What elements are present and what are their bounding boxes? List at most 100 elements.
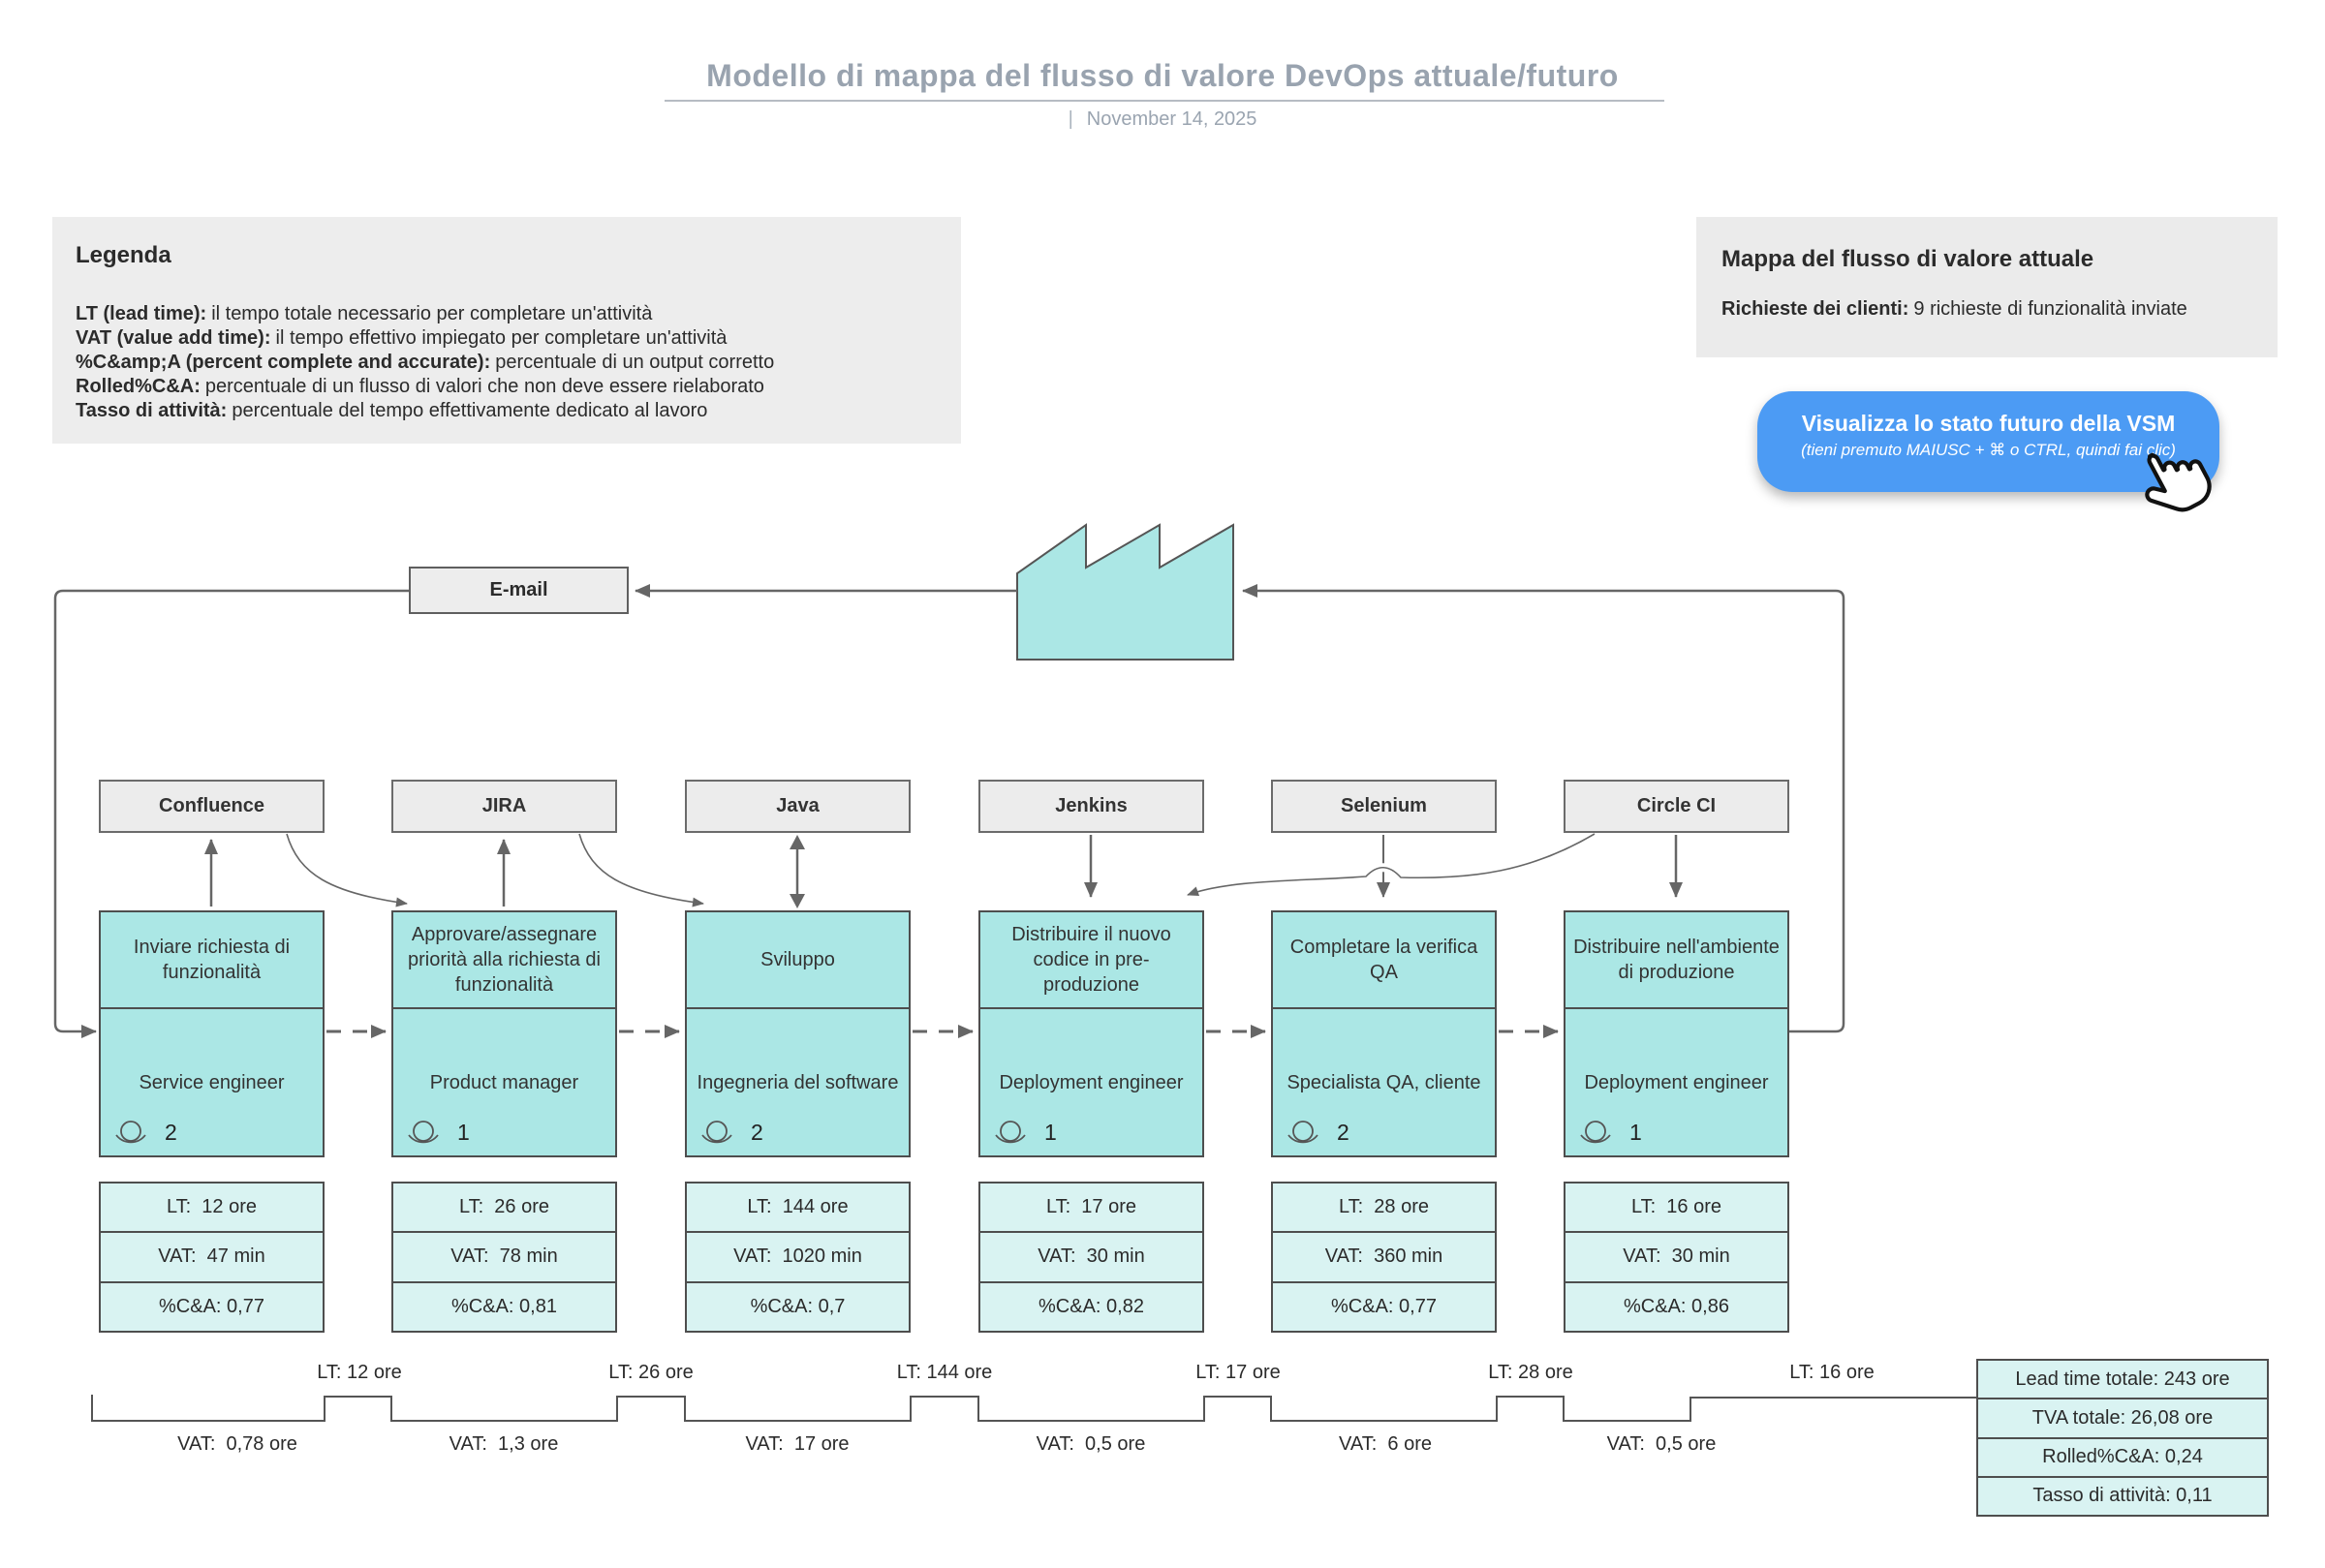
toolbox-java: Java [685, 780, 911, 833]
view-future-state-button[interactable]: Visualizza lo stato futuro della VSM (ti… [1757, 391, 2219, 492]
metric-lt: LT: 28 ore [1338, 1196, 1430, 1218]
title-underline [665, 100, 1664, 102]
process-task: Inviare richiesta di funzionalità [101, 912, 323, 1009]
column-circleci: Circle CI Distribuire nell'ambiente di p… [1564, 0, 1789, 1568]
operator-count: 2 [1285, 1120, 1349, 1150]
operator-count-value: 2 [1337, 1120, 1349, 1145]
timeline-lt-5: LT: 28 ore [1488, 1362, 1573, 1383]
timeline-vat-1: VAT: 0,78 ore [177, 1433, 297, 1455]
operator-icon [408, 1121, 439, 1144]
legend-item-lt: LT (lead time):il tempo totale necessari… [76, 303, 653, 324]
process-box-4: Distribuire il nuovo codice in pre-produ… [978, 910, 1204, 1157]
metrics-box-2: LT: 26 ore VAT: 78 min %C&A: 0,81 [391, 1182, 617, 1333]
process-role: Specialista QA, cliente [1286, 1071, 1481, 1093]
process-box-6: Distribuire nell'ambiente di produzione … [1564, 910, 1789, 1157]
operator-count-value: 1 [1629, 1120, 1642, 1145]
metric-pca: %C&A: 0,86 [1566, 1280, 1787, 1331]
process-task: Sviluppo [687, 912, 909, 1009]
timeline-vat-6: VAT: 0,5 ore [1606, 1433, 1717, 1455]
process-task: Completare la verifica QA [1273, 912, 1495, 1009]
current-state-panel: Mappa del flusso di valore attuale Richi… [1696, 217, 2278, 357]
total-lead-time: Lead time totale: 243 ore [2015, 1368, 2230, 1390]
legend-item-activity: Tasso di attività:percentuale del tempo … [76, 400, 708, 421]
timeline-lt-2: LT: 26 ore [608, 1362, 694, 1383]
legend-item-rolled: Rolled%C&A:percentuale di un flusso di v… [76, 376, 764, 397]
process-role: Deployment engineer [1584, 1071, 1769, 1093]
timeline-lt-4: LT: 17 ore [1195, 1362, 1281, 1383]
metric-lt: LT: 17 ore [1045, 1196, 1137, 1218]
email-box: E-mail [409, 567, 629, 614]
metric-vat: VAT: 30 min [980, 1231, 1202, 1280]
timeline-vat-2: VAT: 1,3 ore [449, 1433, 559, 1455]
total-tva: TVA totale: 26,08 ore [1978, 1398, 2267, 1436]
metrics-box-3: LT: 144 ore VAT: 1020 min %C&A: 0,7 [685, 1182, 911, 1333]
operator-icon [995, 1121, 1026, 1144]
metric-lt: LT: 16 ore [1630, 1196, 1722, 1218]
total-activity-rate: Tasso di attività: 0,11 [1978, 1475, 2267, 1515]
customer-requests-line: Richieste dei clienti:9 richieste di fun… [1721, 298, 2187, 320]
metric-pca: %C&A: 0,81 [393, 1280, 615, 1331]
date-separator: | [1068, 108, 1073, 130]
legend-item-vat: VAT (value add time):il tempo effettivo … [76, 327, 728, 349]
column-selenium: Selenium Completare la verifica QA Speci… [1271, 0, 1497, 1568]
operator-count: 2 [698, 1120, 763, 1150]
process-role: Ingegneria del software [697, 1071, 899, 1093]
page-title: Modello di mappa del flusso di valore De… [706, 58, 1619, 93]
process-task: Approvare/assegnare priorità alla richie… [393, 912, 615, 1009]
metric-pca: %C&A: 0,7 [687, 1280, 909, 1331]
process-box-5: Completare la verifica QA Specialista QA… [1271, 910, 1497, 1157]
totals-box: Lead time totale: 243 ore TVA totale: 26… [1976, 1359, 2269, 1517]
date-row: | November 14, 2025 [0, 108, 2325, 131]
toolbox-jira: JIRA [391, 780, 617, 833]
column-confluence: Confluence Inviare richiesta di funziona… [99, 0, 325, 1568]
legend-panel: Legenda LT (lead time):il tempo totale n… [52, 217, 961, 444]
metric-vat: VAT: 78 min [393, 1231, 615, 1280]
metric-lt: LT: 26 ore [458, 1196, 550, 1218]
metric-pca: %C&A: 0,77 [1273, 1280, 1495, 1331]
metric-pca: %C&A: 0,77 [101, 1280, 323, 1331]
process-box-1: Inviare richiesta di funzionalità Servic… [99, 910, 325, 1157]
timeline-lt-6: LT: 16 ore [1789, 1362, 1875, 1383]
column-jira: JIRA Approvare/assegnare priorità alla r… [391, 0, 617, 1568]
date-text: November 14, 2025 [1086, 108, 1257, 130]
operator-count-value: 1 [457, 1120, 470, 1145]
process-role: Product manager [429, 1071, 579, 1093]
current-state-title: Mappa del flusso di valore attuale [1721, 246, 2094, 272]
operator-count: 1 [405, 1120, 470, 1150]
process-role: Service engineer [139, 1071, 285, 1093]
timeline-lt-1: LT: 12 ore [317, 1362, 402, 1383]
operator-icon [1287, 1121, 1318, 1144]
metric-lt: LT: 12 ore [166, 1196, 258, 1218]
operator-icon [1580, 1121, 1611, 1144]
process-box-3: Sviluppo Ingegneria del software 2 [685, 910, 911, 1157]
operator-count-value: 1 [1044, 1120, 1057, 1145]
button-subtitle: (tieni premuto MAIUSC + ⌘ o CTRL, quindi… [1801, 441, 2176, 459]
process-role: Deployment engineer [999, 1071, 1184, 1093]
metrics-box-1: LT: 12 ore VAT: 47 min %C&A: 0,77 [99, 1182, 325, 1333]
operator-count: 1 [992, 1120, 1057, 1150]
operator-count-value: 2 [165, 1120, 177, 1145]
button-title: Visualizza lo stato futuro della VSM [1801, 411, 2176, 436]
toolbox-jenkins: Jenkins [978, 780, 1204, 833]
process-task: Distribuire nell'ambiente di produzione [1566, 912, 1787, 1009]
metric-vat: VAT: 1020 min [687, 1231, 909, 1280]
process-box-2: Approvare/assegnare priorità alla richie… [391, 910, 617, 1157]
timeline-vat-5: VAT: 6 ore [1339, 1433, 1432, 1455]
metric-vat: VAT: 47 min [101, 1231, 323, 1280]
metric-pca: %C&A: 0,82 [980, 1280, 1202, 1331]
metrics-box-4: LT: 17 ore VAT: 30 min %C&A: 0,82 [978, 1182, 1204, 1333]
legend-item-pca: %C&amp;A (percent complete and accurate)… [76, 352, 775, 373]
toolbox-confluence: Confluence [99, 780, 325, 833]
metric-vat: VAT: 30 min [1566, 1231, 1787, 1280]
operator-icon [115, 1121, 146, 1144]
timeline-lt-3: LT: 144 ore [896, 1362, 993, 1383]
metrics-box-6: LT: 16 ore VAT: 30 min %C&A: 0,86 [1564, 1182, 1789, 1333]
metrics-box-5: LT: 28 ore VAT: 360 min %C&A: 0,77 [1271, 1182, 1497, 1333]
toolbox-circleci: Circle CI [1564, 780, 1789, 833]
column-jenkins: Jenkins Distribuire il nuovo codice in p… [978, 0, 1204, 1568]
toolbox-selenium: Selenium [1271, 780, 1497, 833]
operator-count: 2 [112, 1120, 177, 1150]
process-task: Distribuire il nuovo codice in pre-produ… [980, 912, 1202, 1009]
operator-count-value: 2 [751, 1120, 763, 1145]
